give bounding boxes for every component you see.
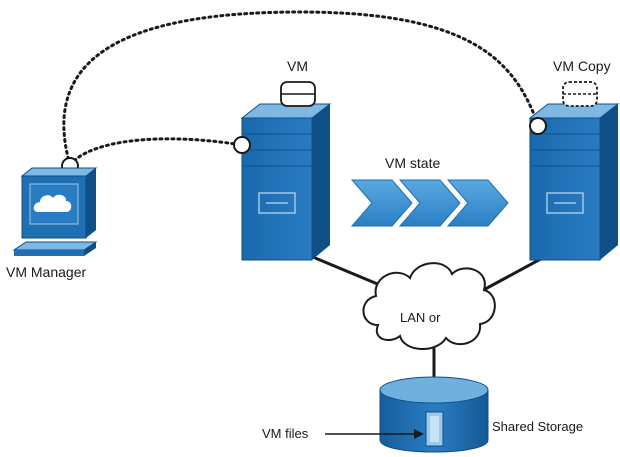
vm-state-arrow-1 [350, 179, 413, 227]
vm-state-arrows [350, 179, 509, 227]
vm-manager-label: VM Manager [6, 264, 86, 280]
vm-files-label: VM files [262, 426, 309, 441]
vm-copy-host-server-icon [528, 103, 620, 261]
vm-icon [280, 81, 316, 107]
vm-files-arrowhead-icon [414, 429, 424, 439]
lan-label: LAN or [400, 310, 441, 325]
shared-storage-label: Shared Storage [492, 419, 583, 434]
vm-host-port-circle [233, 136, 251, 154]
vm-state-arrow-2 [398, 179, 461, 227]
vm-state-arrow-3 [446, 179, 509, 227]
vm-label: VM [287, 58, 308, 74]
vm-copy-label: VM Copy [553, 58, 611, 74]
vm-copy-host-port-circle [529, 117, 547, 135]
vm-host-server-icon [240, 103, 332, 261]
lan-link-right [475, 253, 549, 296]
vm-copy-icon [562, 81, 598, 107]
vm-manager-computer-icon [12, 167, 98, 256]
lan-cloud-icon [362, 262, 496, 351]
dotted-link-manager-to-vm-host [68, 137, 244, 167]
vm-state-label: VM state [385, 155, 440, 171]
shared-storage-icon [379, 376, 489, 453]
dotted-link-manager-to-vm-copy [62, 10, 540, 167]
